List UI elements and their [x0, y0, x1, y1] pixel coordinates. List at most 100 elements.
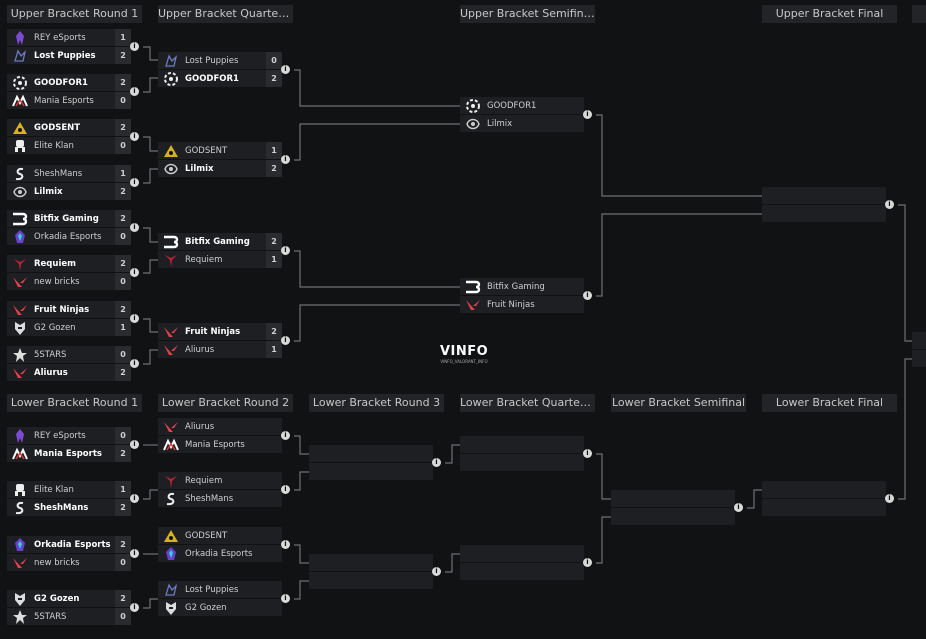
info-icon[interactable]: i [432, 458, 441, 467]
info-icon[interactable]: i [885, 494, 894, 503]
team-row-empty[interactable] [611, 508, 735, 525]
info-icon[interactable]: i [130, 314, 139, 323]
info-icon[interactable]: i [281, 65, 290, 74]
team-row[interactable]: Lilmix [460, 115, 584, 132]
team-row-empty[interactable] [912, 332, 926, 349]
info-icon[interactable]: i [130, 178, 139, 187]
info-icon[interactable]: i [583, 291, 592, 300]
team-row[interactable]: Requiem [158, 472, 282, 489]
info-icon[interactable]: i [281, 336, 290, 345]
info-icon[interactable]: i [583, 558, 592, 567]
match-lb-final[interactable]: i [762, 481, 897, 517]
info-icon[interactable]: i [281, 431, 290, 440]
team-row[interactable]: Fruit Ninjas [460, 296, 584, 313]
team-row-empty[interactable] [460, 563, 584, 580]
info-icon[interactable]: i [281, 594, 290, 603]
info-icon[interactable]: i [583, 110, 592, 119]
info-icon[interactable]: i [130, 549, 139, 558]
match-lb-r3-2[interactable]: i [309, 554, 444, 590]
match-lb-r2-2[interactable]: Requiem SheshMans i [158, 472, 293, 508]
info-icon[interactable]: i [130, 359, 139, 368]
match-lb-r2-3[interactable]: GODSENT Orkadia Esports i [158, 527, 293, 563]
match-lb-qf-2[interactable]: i [460, 545, 595, 581]
match-ub-sf-2[interactable]: Bitfix Gaming Fruit Ninjas i [460, 278, 595, 314]
team-row[interactable]: Bitfix Gaming [460, 278, 584, 295]
info-icon[interactable]: i [130, 268, 139, 277]
info-icon[interactable]: i [281, 246, 290, 255]
team-row[interactable]: Mania Esports [158, 436, 282, 453]
match-lb-qf-1[interactable]: i [460, 436, 595, 472]
info-icon[interactable]: i [281, 155, 290, 164]
team-row[interactable]: GOODFOR1 [460, 97, 584, 114]
match-lb-semifinal[interactable]: i [611, 490, 746, 526]
team-row-empty[interactable] [912, 350, 926, 367]
team-row-empty[interactable] [309, 463, 433, 480]
match-lb-r3-1[interactable]: i [309, 445, 444, 481]
info-icon[interactable]: i [432, 567, 441, 576]
team-row-empty[interactable] [460, 545, 584, 562]
team-row-empty[interactable] [762, 481, 886, 498]
team-row[interactable]: G2 Gozen [158, 599, 282, 616]
info-icon[interactable]: i [130, 603, 139, 612]
info-icon[interactable]: i [583, 449, 592, 458]
info-icon[interactable]: i [130, 132, 139, 141]
match-ub-final[interactable]: i [762, 187, 897, 223]
info-icon[interactable]: i [281, 485, 290, 494]
team-row-empty[interactable] [309, 572, 433, 589]
info-icon[interactable]: i [130, 440, 139, 449]
match-lb-r2-1[interactable]: Aliurus Mania Esports i [158, 418, 293, 454]
team-row-empty[interactable] [611, 490, 735, 507]
match-grand-final-partial[interactable] [912, 332, 926, 368]
match-lb-r2-4[interactable]: Lost Puppies G2 Gozen i [158, 581, 293, 617]
match-ub-sf-1[interactable]: GOODFOR1 Lilmix i [460, 97, 595, 133]
info-icon[interactable]: i [734, 503, 743, 512]
team-row-empty[interactable] [309, 445, 433, 462]
info-icon[interactable]: i [130, 87, 139, 96]
team-row-empty[interactable] [762, 187, 886, 204]
info-icon[interactable]: i [281, 540, 290, 549]
team-row-empty[interactable] [460, 436, 584, 453]
team-row[interactable]: Aliurus [158, 418, 282, 435]
team-row[interactable]: Orkadia Esports [158, 545, 282, 562]
